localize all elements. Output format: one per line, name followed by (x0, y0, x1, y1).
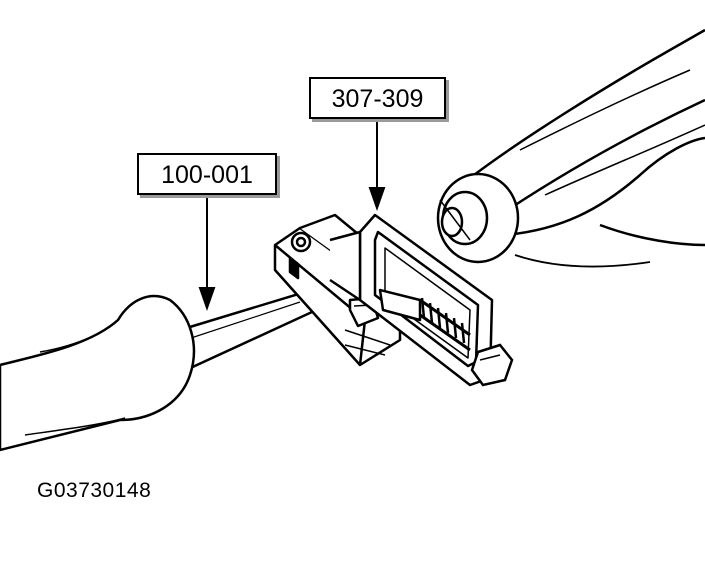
screw-nut (470, 343, 514, 387)
control-arm (469, 28, 705, 268)
forcing-screw (419, 297, 471, 352)
leader-arrows (198, 119, 386, 312)
figure-id: G03730148 (37, 479, 152, 502)
bushing (436, 172, 520, 264)
callout-puller-label: 307-309 (309, 77, 446, 119)
slide-hammer-handle (0, 294, 196, 452)
callout-slide-hammer-label: 100-001 (137, 153, 277, 195)
